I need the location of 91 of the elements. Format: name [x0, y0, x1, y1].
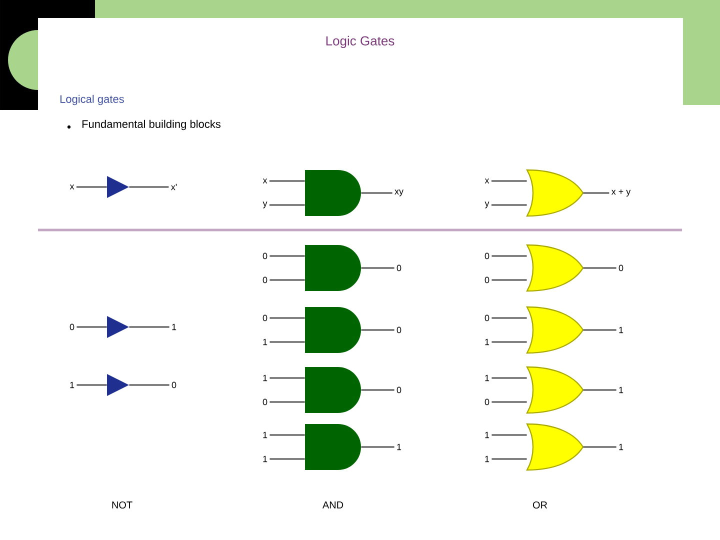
not-gate: [107, 176, 129, 198]
signal-label: 1: [619, 444, 624, 450]
wire: [492, 458, 527, 460]
wire: [492, 317, 527, 319]
wire: [361, 389, 394, 391]
wire: [583, 389, 616, 391]
wire: [492, 279, 527, 281]
signal-label: 0: [172, 382, 176, 388]
not-gate: [107, 374, 129, 396]
wire: [361, 192, 392, 194]
signal-label: 0: [262, 398, 268, 406]
signal-label: 1: [263, 338, 268, 346]
wire: [270, 279, 305, 281]
wire: [492, 377, 527, 379]
signal-label: y: [262, 202, 268, 208]
wire: [270, 401, 305, 403]
wire: [361, 267, 394, 269]
or-gate: [526, 169, 584, 217]
or-gate: [526, 306, 584, 354]
and-gate: [305, 245, 361, 291]
signal-label: 0: [484, 314, 490, 322]
signal-label: 0: [70, 324, 74, 330]
column-label: AND: [322, 502, 344, 508]
and-gate: [305, 170, 361, 216]
column-label: NOT: [112, 501, 132, 509]
and-gate: [305, 424, 361, 470]
signal-label: 0: [484, 276, 490, 284]
signal-label: 1: [70, 382, 74, 388]
wire: [76, 384, 107, 386]
or-gate: [526, 423, 584, 471]
signal-label: x: [70, 184, 74, 190]
wire: [492, 401, 527, 403]
or-gate: [526, 244, 584, 292]
bullet-text: Fundamental building blocks: [82, 120, 221, 130]
wire: [76, 326, 107, 328]
wire: [270, 458, 305, 460]
signal-label: 0: [484, 398, 490, 406]
signal-label: 1: [485, 456, 490, 462]
wire: [269, 180, 305, 182]
wire: [129, 186, 169, 188]
signal-label: 0: [396, 264, 402, 272]
signal-label: x: [262, 178, 268, 184]
signal-label: 1: [397, 444, 402, 450]
wire: [270, 255, 305, 257]
wire: [270, 317, 305, 319]
wire: [270, 341, 305, 343]
signal-label: 0: [262, 314, 268, 322]
signal-label: 1: [263, 456, 268, 462]
wire: [270, 377, 305, 379]
wire: [492, 255, 527, 257]
and-gate: [305, 307, 361, 353]
wire: [76, 186, 107, 188]
wire: [361, 329, 394, 331]
section-heading: Logical gates: [60, 94, 124, 106]
signal-label: xy: [394, 190, 404, 196]
signal-label: 0: [618, 264, 624, 272]
signal-label: y: [484, 202, 490, 208]
column-label: OR: [532, 501, 548, 509]
signal-label: 1: [263, 374, 268, 382]
signal-label: 1: [619, 386, 624, 394]
wire: [270, 434, 305, 436]
wire: [491, 180, 527, 182]
wire: [492, 341, 527, 343]
wire: [583, 446, 616, 448]
signal-label: x: [484, 178, 490, 184]
signal-label: 1: [485, 432, 490, 438]
not-gate: [107, 316, 129, 338]
signal-label: 0: [396, 326, 402, 334]
signal-label: x': [171, 184, 177, 190]
signal-label: 1: [619, 326, 624, 334]
or-gate: [526, 366, 584, 414]
wire: [583, 267, 616, 269]
signal-label: 1: [172, 324, 176, 330]
wire: [361, 446, 394, 448]
wire: [129, 384, 170, 386]
signal-label: 1: [263, 432, 268, 438]
wire: [269, 204, 305, 206]
signal-label: 1: [485, 338, 490, 346]
wire: [129, 326, 170, 328]
wire: [583, 329, 616, 331]
signal-label: x + y: [611, 189, 631, 197]
signal-label: 0: [262, 252, 268, 260]
and-gate: [305, 367, 361, 413]
signal-label: 0: [396, 386, 402, 394]
slide-title: Logic Gates: [326, 36, 394, 48]
signal-label: 0: [262, 276, 268, 284]
wire: [583, 192, 610, 194]
signal-label: 0: [484, 252, 490, 260]
wire: [492, 434, 527, 436]
wire: [491, 204, 527, 206]
signal-label: 1: [485, 374, 490, 382]
